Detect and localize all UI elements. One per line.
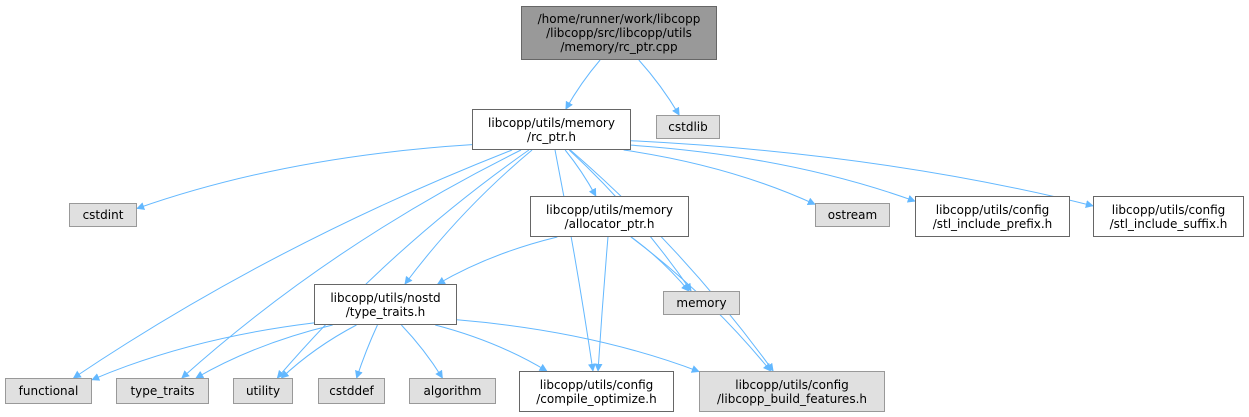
node-label-line: /memory/rc_ptr.cpp (560, 40, 678, 54)
node-label-line: /libcopp/src/libcopp/utils (546, 26, 692, 40)
edge-rc_ptr_h-to-cstdint (136, 144, 473, 210)
node-libcopp-build-features-h: libcopp/utils/config /libcopp_build_feat… (699, 371, 885, 412)
node-label-line: functional (18, 384, 79, 398)
node-label-line: cstdint (82, 208, 124, 222)
edge-type_traits_h-to-cstddef (355, 324, 378, 379)
edge-type_traits_h-to-compile_optimize_h (435, 324, 548, 372)
edge-rc_ptr_h-to-type_traits_h (404, 149, 533, 285)
edge-type_traits_h-to-type_traits (195, 324, 333, 379)
node-cstdlib: cstdlib (656, 115, 720, 139)
node-ostream: ostream (815, 203, 890, 227)
edge-type_traits_h-to-utility (280, 324, 357, 379)
edge-type_traits_h-to-libcopp_build_features_h (456, 319, 700, 373)
node-label-line: libcopp/utils/memory (488, 115, 615, 130)
edge-rc_ptr_cpp-to-rc_ptr_h (565, 59, 601, 110)
node-memory: memory (663, 291, 740, 315)
edge-allocator_ptr_h-to-memory (631, 236, 690, 292)
node-stl-include-suffix-h[interactable]: libcopp/utils/config /stl_include_suffix… (1093, 196, 1244, 237)
edge-rc_ptr_h-to-libcopp_build_features_h (569, 149, 774, 372)
edge-allocator_ptr_h-to-compile_optimize_h (594, 236, 609, 372)
edge-type_traits_h-to-functional (91, 322, 315, 381)
node-rc-ptr-cpp: /home/runner/work/libcopp /libcopp/src/l… (521, 6, 717, 60)
node-cstdint: cstdint (69, 203, 137, 227)
node-label-line: utility (245, 384, 281, 398)
node-stl-include-prefix-h[interactable]: libcopp/utils/config /stl_include_prefix… (915, 196, 1070, 237)
node-label-line: /allocator_ptr.h (564, 216, 655, 231)
edge-rc_ptr_h-to-ostream (623, 149, 816, 205)
node-label-line: libcopp/utils/config (935, 202, 1050, 217)
node-label-line: ostream (827, 208, 878, 222)
edge-rc_ptr_h-to-compile_optimize_h (554, 149, 596, 372)
node-utility: utility (233, 378, 293, 404)
edge-rc_ptr_h-to-allocator_ptr_h (564, 149, 597, 197)
edge-type_traits_h-to-algorithm (401, 324, 443, 379)
edge-rc_ptr_h-to-utility (276, 149, 530, 379)
node-algorithm: algorithm (409, 378, 496, 404)
node-label-line: memory (676, 296, 727, 310)
edge-rc_ptr_h-to-stl_include_prefix_h (630, 144, 916, 203)
node-label-line: /stl_include_suffix.h (1109, 216, 1228, 231)
edge-allocator_ptr_h-to-type_traits_h (436, 236, 558, 285)
node-label-line: cstddef (329, 384, 374, 398)
edge-rc_ptr_cpp-to-cstdlib (638, 59, 680, 116)
node-type-traits-h[interactable]: libcopp/utils/nostd /type_traits.h (314, 284, 457, 325)
node-label-line: /type_traits.h (345, 304, 426, 319)
node-label-line: /stl_include_prefix.h (932, 216, 1053, 231)
node-label-line: algorithm (423, 384, 482, 398)
edge-rc_ptr_h-to-functional (72, 149, 513, 379)
node-label-line: libcopp/utils/config (539, 377, 654, 392)
node-label-line: /libcopp_build_features.h (716, 391, 867, 406)
node-label-line: libcopp/utils/config (1111, 202, 1226, 217)
node-label-line: /home/runner/work/libcopp (537, 12, 701, 26)
node-compile-optimize-h[interactable]: libcopp/utils/config /compile_optimize.h (519, 371, 674, 412)
node-label-line: /compile_optimize.h (536, 391, 657, 406)
node-label-line: /rc_ptr.h (527, 129, 576, 144)
node-label-line: libcopp/utils/config (735, 377, 849, 392)
node-rc-ptr-h[interactable]: libcopp/utils/memory /rc_ptr.h (472, 109, 631, 150)
node-label-line: cstdlib (668, 120, 708, 134)
node-label-line: libcopp/utils/nostd (330, 290, 441, 305)
node-cstddef: cstddef (318, 378, 385, 404)
node-allocator-ptr-h[interactable]: libcopp/utils/memory /allocator_ptr.h (530, 196, 689, 237)
node-label-line: libcopp/utils/memory (546, 202, 673, 217)
node-functional: functional (5, 378, 92, 404)
node-label-line: type_traits (130, 384, 195, 398)
edge-rc_ptr_h-to-stl_include_suffix_h (630, 140, 1094, 208)
edge-rc_ptr_h-to-type_traits (181, 149, 522, 379)
node-type-traits: type_traits (116, 378, 209, 404)
